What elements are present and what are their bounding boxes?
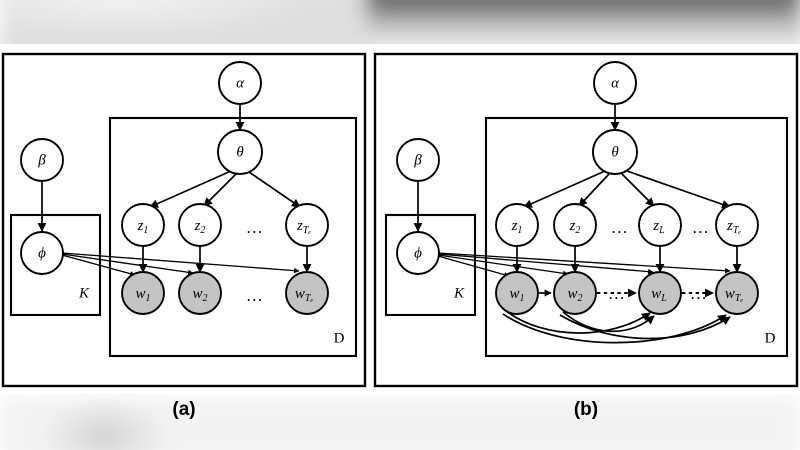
panel-a-plate-D-label: D: [334, 330, 345, 346]
panel-a-z-row-ellipsis: …: [246, 218, 264, 237]
panel-a-edge-phi-w1: [61, 254, 136, 277]
panel-b-node-beta-label: β: [413, 152, 422, 168]
panel-b-edge-phi-wL: [437, 253, 654, 275]
panel-b-node-theta: θ: [592, 129, 638, 175]
panel-a-node-z1-label: z1: [137, 218, 149, 236]
panel-b-node-w2-label: w2: [567, 286, 582, 304]
panel-b-node-z1: z1: [495, 203, 539, 247]
panel-a-node-theta: θ: [217, 129, 263, 175]
panel-a-node-zTd: zTₑ: [285, 203, 329, 247]
panel-b-plate-K-label: K: [453, 285, 465, 301]
panel-b-node-zL: zL: [638, 203, 682, 247]
panel-a-node-phi-label: ϕ: [38, 245, 46, 261]
panel-b-node-zTd-label: zTₑ: [726, 218, 741, 236]
panel-b-node-z1-label: z1: [511, 218, 523, 236]
panel-b-edge-theta-zTd: [626, 170, 731, 209]
panel-a: D K α β: [1, 52, 367, 420]
panel-a-edge-theta-z2: [203, 173, 237, 207]
panel-b-edge-w2-wL-arc: [562, 311, 655, 333]
panel-a-node-w1: w1: [121, 271, 165, 315]
panel-b-w-row-ellipsis-2: …: [690, 284, 708, 303]
panel-b-z-row-ellipsis-2: …: [692, 218, 710, 237]
panel-b-plate-D: [484, 116, 789, 358]
panel-b: D K: [373, 52, 799, 420]
panel-a-node-phi: ϕ: [20, 231, 64, 275]
panel-b-node-beta: β: [396, 138, 440, 182]
panel-a-node-w1-label: w1: [135, 286, 150, 304]
panel-a-edge-phi-wTd: [61, 252, 300, 274]
panel-b-edge-w2-wTd-arc: [559, 314, 731, 340]
panel-a-edge-phi-w2: [61, 253, 194, 275]
panel-b-w-row-ellipsis-1: …: [608, 284, 626, 303]
panel-b-node-wL: wL: [638, 271, 682, 315]
panel-b-node-w1-label: w1: [509, 286, 524, 304]
panel-a-edge-theta-z1: [149, 170, 232, 208]
panel-a-plate-D: [108, 116, 358, 358]
panel-b-node-phi: ϕ: [396, 231, 440, 275]
panel-a-node-w2-label: w2: [192, 286, 207, 304]
panel-b-edge-phi-wTd: [437, 252, 731, 274]
panel-b-z-row-ellipsis-1: …: [611, 218, 629, 237]
panel-a-w-row-ellipsis: …: [246, 286, 264, 305]
panel-b-edge-phi-w2: [437, 254, 569, 276]
panel-b-node-wTd: wTₑ: [715, 271, 759, 315]
panel-b-node-alpha-label: α: [611, 75, 620, 91]
panel-b-plate-D-label: D: [765, 330, 776, 346]
panel-b-edge-theta-z2: [578, 173, 610, 207]
panel-a-node-z2-label: z2: [194, 218, 206, 236]
panel-a-node-beta: β: [20, 138, 64, 182]
panel-a-node-z2: z2: [178, 203, 222, 247]
panel-b-node-phi-label: ϕ: [414, 245, 422, 261]
panel-a-node-z1: z1: [121, 203, 165, 247]
panel-b-edge-phi-w1: [437, 255, 510, 278]
panel-a-node-w2: w2: [178, 271, 222, 315]
panel-b-node-w1: w1: [495, 271, 539, 315]
panel-a-node-zTd-label: zTₑ: [296, 218, 311, 236]
panel-b-node-alpha: α: [593, 61, 637, 105]
panel-b-plate-K: [384, 213, 477, 317]
panel-b-edge-theta-z1: [523, 170, 606, 208]
panel-a-caption: (a): [172, 399, 195, 420]
panel-b-node-wL-label: wL: [651, 286, 667, 304]
panel-a-node-wTd-label: wTₑ: [295, 286, 314, 304]
panel-b-edge-theta-zL: [621, 173, 655, 207]
panel-b-node-theta-label: θ: [611, 144, 619, 160]
panel-a-plate-K-label: K: [78, 285, 90, 301]
panel-b-node-z2-label: z2: [569, 218, 581, 236]
panel-b-edge-w1-wL-arc: [505, 310, 651, 334]
panel-a-node-beta-label: β: [37, 152, 46, 168]
panel-b-node-w2: w2: [553, 271, 597, 315]
panel-a-edge-theta-zTd: [248, 171, 301, 208]
panel-b-caption: (b): [574, 399, 598, 420]
panel-a-outer-frame: [1, 52, 367, 388]
panel-a-node-theta-label: θ: [236, 144, 244, 160]
panel-a-node-alpha: α: [218, 61, 262, 105]
panel-b-node-zTd: zTₑ: [715, 203, 759, 247]
panel-b-node-zL-label: zL: [652, 218, 665, 236]
panel-b-node-wTd-label: wTₑ: [725, 286, 744, 304]
panel-b-edge-w1-wTd-arc: [502, 313, 727, 344]
panel-a-node-alpha-label: α: [236, 75, 245, 91]
panel-b-outer-frame: [373, 52, 799, 388]
panel-a-node-wTd: wTₑ: [285, 271, 329, 315]
panel-b-node-z2: z2: [553, 203, 597, 247]
